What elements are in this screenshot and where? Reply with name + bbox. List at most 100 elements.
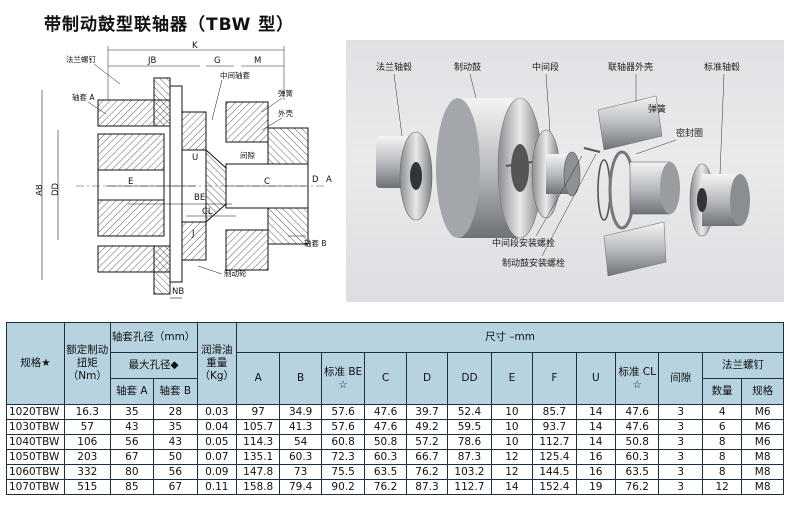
table-cell: 60.8 [320,434,366,450]
table-cell: 14 [575,419,616,435]
table-cell: 10 [490,419,534,435]
table-cell: 56 [109,434,155,450]
table-cell: 125.4 [532,449,577,465]
label-gap: 间隙 [240,151,255,160]
table-cell: 3 [658,449,703,465]
table-cell: M8 [741,479,784,495]
model-cell: 1030TBW [6,419,65,435]
table-cell: 50 [153,449,198,465]
table-cell: M6 [741,419,784,435]
dim-A: A [326,175,332,185]
table-cell: 8 [701,449,743,465]
table-cell: 106 [64,434,111,450]
table-cell: 105.7 [235,419,281,435]
header-CL: 标准 CL ☆ [614,352,660,405]
table-cell: 112.7 [447,479,492,495]
table-cell: 14 [575,404,616,420]
table-cell: 76.2 [364,479,407,495]
label-flange-bolt: 法兰螺钉 [66,54,96,64]
photo-label-seal: 密封圈 [676,127,703,139]
coupling-section-drawing: K JB G M AB DD E C BE CL U D A J NB 法兰螺钉… [36,40,336,306]
table-cell: 60.3 [614,449,660,465]
table-cell: 203 [64,449,111,465]
dim-CL: CL [202,207,213,217]
header-bore-b: 轴套 B [153,378,198,405]
table-cell: 57.6 [320,404,366,420]
table-cell: 0.03 [196,404,237,420]
table-cell: 158.8 [235,479,281,495]
table-cell: 56 [153,464,198,480]
header-model: 规格★ [6,322,65,405]
header-E: E [490,352,534,405]
header-bolt-qty: 数量 [701,378,743,405]
table-cell: 67 [153,479,198,495]
dim-BE: BE [194,193,205,203]
header-torque: 额定制动扭矩（Nm） [64,322,111,405]
header-maxbore: 最大孔径◆ [109,352,198,379]
spec-table: 规格★ 额定制动扭矩（Nm） 轴套孔径（mm） 润滑油重量（Kg） 尺寸 –mm… [6,322,785,495]
table-cell: 34.9 [279,404,322,420]
middle-section-graphic [505,129,601,219]
table-cell: 85.7 [532,404,577,420]
table-cell: 16.3 [64,404,111,420]
table-cell: 76.2 [614,479,660,495]
table-cell: 78.6 [447,434,492,450]
label-brake-wheel: 制动轮 [224,268,247,278]
table-cell: 47.6 [614,419,660,435]
table-cell: 10 [490,434,534,450]
header-gap: 间隙 [658,352,703,405]
table-cell: 3 [658,434,703,450]
table-cell: 103.2 [447,464,492,480]
model-cell: 1060TBW [6,464,65,480]
table-cell: M6 [741,434,784,450]
photo-label-spring: 弹簧 [648,103,666,115]
table-cell: 0.11 [196,479,237,495]
table-cell: 52.4 [447,404,492,420]
header-bolt-spec: 规格 [741,378,784,405]
table-cell: 14 [490,479,534,495]
table-cell: 87.3 [405,479,449,495]
dim-K: K [192,41,198,51]
header-F: F [532,352,577,405]
coupling-housing-graphic [597,95,667,277]
page-title: 带制动鼓型联轴器（TBW 型） [44,15,295,35]
label-mid-shaft: 中间轴套 [220,70,250,80]
table-cell: 3 [658,419,703,435]
label-hub-a: 轴套 A [72,92,95,102]
table-cell: 97 [235,404,281,420]
table-cell: 50.8 [364,434,407,450]
dim-G: G [214,56,221,66]
table-cell: 50.8 [614,434,660,450]
gear-sleeve-graphic [629,161,680,215]
dim-C: C [264,177,270,187]
table-cell: 76.2 [405,464,449,480]
table-cell: 63.5 [614,464,660,480]
table-cell: 87.3 [447,449,492,465]
table-cell: 63.5 [364,464,407,480]
table-cell: 60.3 [364,449,407,465]
label-housing: 外壳 [278,108,293,118]
table-cell: M8 [741,449,784,465]
table-cell: 12 [490,464,534,480]
table-cell: 0.04 [196,419,237,435]
table-cell: 0.05 [196,434,237,450]
dim-AB: AB [36,184,45,196]
table-cell: 12 [490,449,534,465]
table-cell: 75.5 [320,464,366,480]
header-B: B [279,352,322,405]
brake-drum-graphic [436,97,543,239]
table-cell: 85 [109,479,155,495]
table-cell: 135.1 [235,449,281,465]
header-bore: 轴套孔径（mm） [109,322,198,353]
header-flange-bolt: 法兰螺钉 [701,352,785,379]
exploded-view-photo: 法兰轴毂 制动鼓 中间段 联轴器外壳 标准轴毂 弹簧 密封圈 中间段安装螺栓 制… [346,40,784,302]
header-D: D [405,352,449,405]
table-cell: 35 [153,419,198,435]
table-cell: 6 [701,419,743,435]
table-cell: 43 [109,419,155,435]
